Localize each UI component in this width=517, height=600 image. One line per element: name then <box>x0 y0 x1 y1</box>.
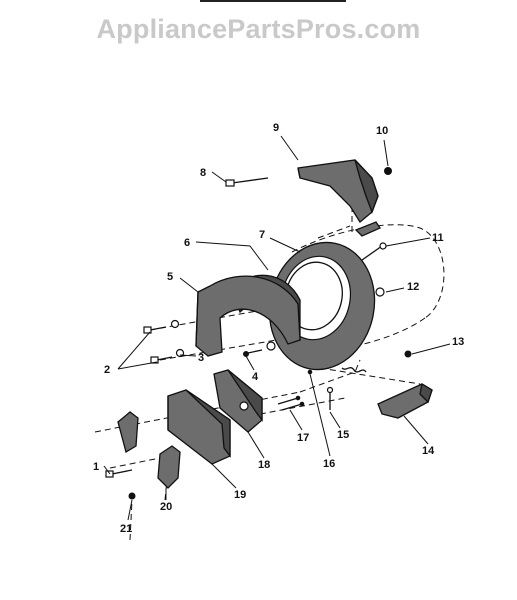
part-9-top-bracket[interactable] <box>297 159 379 223</box>
part-20-bracket[interactable] <box>157 445 181 489</box>
callout-7: 7 <box>259 229 265 241</box>
drum-outline-bottom <box>359 317 426 346</box>
part-18-bearing-bracket[interactable] <box>213 369 263 433</box>
callout-11: 11 <box>432 232 444 244</box>
callout-15: 15 <box>337 429 349 441</box>
guide-line-14 <box>319 367 421 385</box>
callout-1: 1 <box>93 461 99 473</box>
callout-labels: 9 10 8 7 6 11 5 12 2 3 13 4 14 17 15 16 … <box>93 122 464 535</box>
callout-6: 6 <box>184 237 190 249</box>
callout-3: 3 <box>198 352 204 364</box>
guide-line-right <box>249 397 346 417</box>
part-21-nut[interactable] <box>128 492 136 500</box>
callout-17: 17 <box>297 432 309 444</box>
callout-12: 12 <box>407 281 419 293</box>
part-15-screw[interactable] <box>326 386 334 411</box>
part-5-front-shroud[interactable] <box>195 275 301 357</box>
callout-leaders <box>103 135 451 521</box>
callout-2: 2 <box>104 364 110 376</box>
part-16-spring-clip[interactable] <box>307 367 367 375</box>
guide-line-21 <box>129 499 133 541</box>
callout-5: 5 <box>167 271 173 283</box>
guide-line-9 <box>317 225 351 239</box>
watermark-text: AppliancePartsPros.com <box>96 14 421 44</box>
part-12-bushing[interactable] <box>375 287 385 297</box>
part-2-screws[interactable] <box>143 326 173 364</box>
callout-14: 14 <box>422 445 435 457</box>
guide-line-mid <box>159 335 301 361</box>
header-rule <box>200 0 346 2</box>
assembly-guide-lines <box>94 196 445 541</box>
drum-outline-top <box>291 224 445 319</box>
part-8-bolt[interactable] <box>225 177 269 187</box>
part-13-nut[interactable] <box>404 350 412 358</box>
part-19-lower-block[interactable] <box>167 389 231 465</box>
callout-16: 16 <box>323 458 335 470</box>
callout-8: 8 <box>200 167 206 179</box>
part-10-nut[interactable] <box>384 167 392 175</box>
part-17-screws[interactable] <box>277 395 305 411</box>
callout-19: 19 <box>234 489 246 501</box>
callout-18: 18 <box>258 459 270 471</box>
callout-21: 21 <box>120 523 132 535</box>
part-3-washers[interactable] <box>170 319 185 358</box>
part-11-pin[interactable] <box>354 221 387 261</box>
callout-4: 4 <box>252 371 259 383</box>
part-14-wedge[interactable] <box>377 382 433 419</box>
callout-10: 10 <box>376 125 388 137</box>
callout-13: 13 <box>452 336 464 348</box>
part-4-bolt-washer[interactable] <box>243 341 276 357</box>
callout-20: 20 <box>160 501 172 513</box>
callout-9: 9 <box>273 122 279 134</box>
left-small-bracket[interactable] <box>117 411 139 454</box>
